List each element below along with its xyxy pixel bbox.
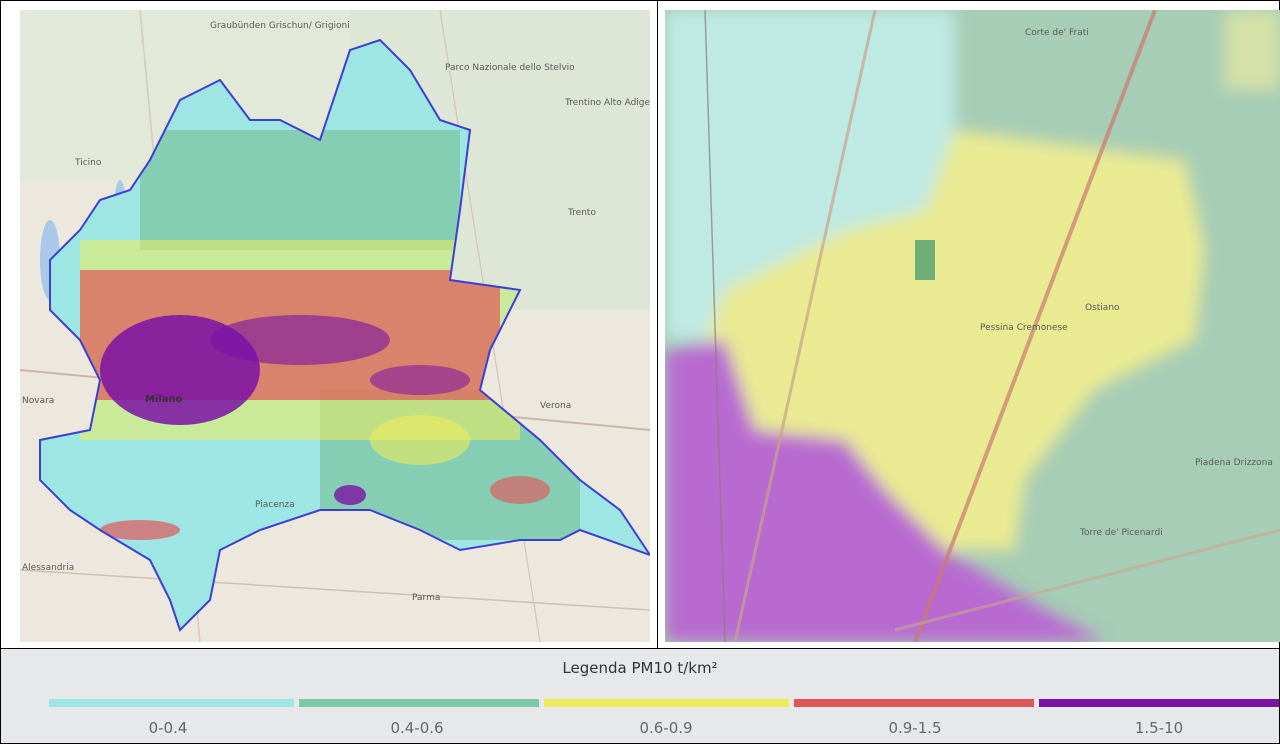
legend-title: Legenda PM10 t/km² xyxy=(562,659,718,677)
legend-divider xyxy=(0,648,1280,649)
place-label: Piacenza xyxy=(255,500,295,510)
place-label: Novara xyxy=(22,396,54,406)
lombardy-boundary xyxy=(39,38,650,632)
place-label: Pessina Cremonese xyxy=(980,323,1068,333)
place-label: Piadena Drizzona xyxy=(1195,458,1273,468)
detail-map-canvas: Corte de' Frati Pessina Cremonese Ostian… xyxy=(665,10,1280,642)
legend-range-label: 0-0.4 xyxy=(148,719,188,737)
legend-swatch xyxy=(299,699,539,707)
place-label: Parma xyxy=(412,593,440,603)
legend-range-label: 0.6-0.9 xyxy=(639,719,693,737)
place-label: Graubünden Grischun/ Grigioni xyxy=(210,21,350,31)
zoomed-detail-map[interactable]: Corte de' Frati Pessina Cremonese Ostian… xyxy=(665,10,1280,642)
legend-range-label: 0.9-1.5 xyxy=(888,719,942,737)
place-label: Ostiano xyxy=(1085,303,1120,313)
place-label: Trentino Alto Adige/ Südtirol xyxy=(564,98,650,108)
place-label: Alessandria xyxy=(22,563,74,573)
place-label: Trento xyxy=(567,208,596,218)
legend-range-label: 0.4-0.6 xyxy=(390,719,444,737)
lombardy-overview-map[interactable]: Graubünden Grischun/ Grigioni Parco Nazi… xyxy=(20,10,650,642)
place-label: Ticino xyxy=(74,158,102,168)
legend-range-label: 1.5-10 xyxy=(1134,719,1184,737)
city-label-milano: Milano xyxy=(145,394,183,405)
legend-swatch xyxy=(49,699,294,707)
place-label: Torre de' Picenardi xyxy=(1079,528,1163,538)
legend-swatch xyxy=(544,699,789,707)
panel-divider xyxy=(657,0,658,648)
place-label: Parco Nazionale dello Stelvio xyxy=(445,63,575,73)
place-label: Verona xyxy=(540,401,571,411)
legend-panel: Legenda PM10 t/km² 0-0.4 0.4-0.6 0.6-0.9… xyxy=(1,649,1279,743)
place-label: Corte de' Frati xyxy=(1025,28,1089,38)
legend-swatch xyxy=(1039,699,1279,707)
overview-map-canvas: Graubünden Grischun/ Grigioni Parco Nazi… xyxy=(20,10,650,642)
legend-swatch xyxy=(794,699,1034,707)
